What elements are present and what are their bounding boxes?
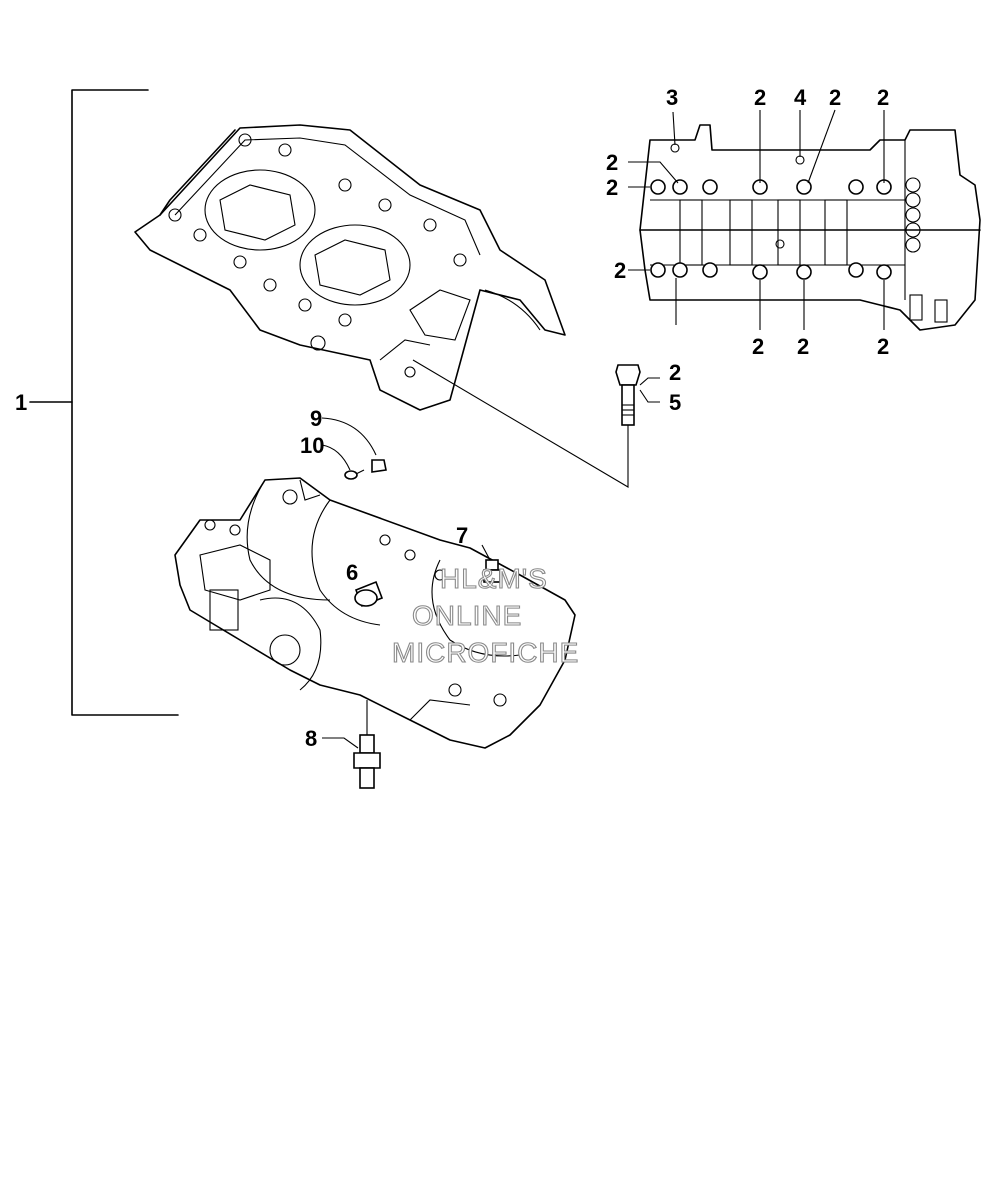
- drain-plug-part-8: [322, 700, 381, 789]
- callout-labels: 1 3 2 4 2 2 2 2 2 2 2 2 2 5 9 10 7 6 8: [15, 85, 889, 751]
- screw-washer-parts-9-10: [321, 417, 387, 480]
- watermark: HL&M'S ONLINE MICROFICHE: [391, 562, 579, 668]
- callout-2-top-a: 2: [754, 85, 766, 110]
- crankcase-plan-view: [639, 124, 981, 331]
- sleeve-part-6: [354, 580, 384, 608]
- callout-3: 3: [666, 85, 678, 110]
- callout-2-top-b: 2: [829, 85, 841, 110]
- callout-4: 4: [794, 85, 807, 110]
- watermark-line-2: ONLINE: [412, 600, 522, 631]
- bolt-part-5: [615, 364, 641, 426]
- callout-2-bottom-c: 2: [877, 334, 889, 359]
- bolt-leader-line: [412, 359, 629, 488]
- callout-2-left-c: 2: [614, 258, 626, 283]
- callout-5: 5: [669, 390, 681, 415]
- callout-8: 8: [305, 726, 317, 751]
- watermark-line-1: HL&M'S: [440, 563, 548, 594]
- callout-2-left-b: 2: [606, 175, 618, 200]
- fitting-part-7: [481, 544, 501, 583]
- callout-10: 10: [300, 433, 324, 458]
- callout-9: 9: [310, 406, 322, 431]
- lower-crankcase-drawing: [174, 477, 576, 749]
- callout-2-top-c: 2: [877, 85, 889, 110]
- callout-2-bolt: 2: [669, 360, 681, 385]
- watermark-line-3: MICROFICHE: [392, 637, 579, 668]
- callout-1: 1: [15, 390, 27, 415]
- assembly-bracket: [29, 89, 179, 716]
- callout-2-left-a: 2: [606, 150, 618, 175]
- upper-crankcase-drawing: [134, 124, 566, 411]
- callout-6: 6: [346, 560, 358, 585]
- callout-2-bottom-a: 2: [752, 334, 764, 359]
- callout-7: 7: [456, 523, 468, 548]
- callout-2-bottom-b: 2: [797, 334, 809, 359]
- plan-view-leaders: [628, 109, 885, 403]
